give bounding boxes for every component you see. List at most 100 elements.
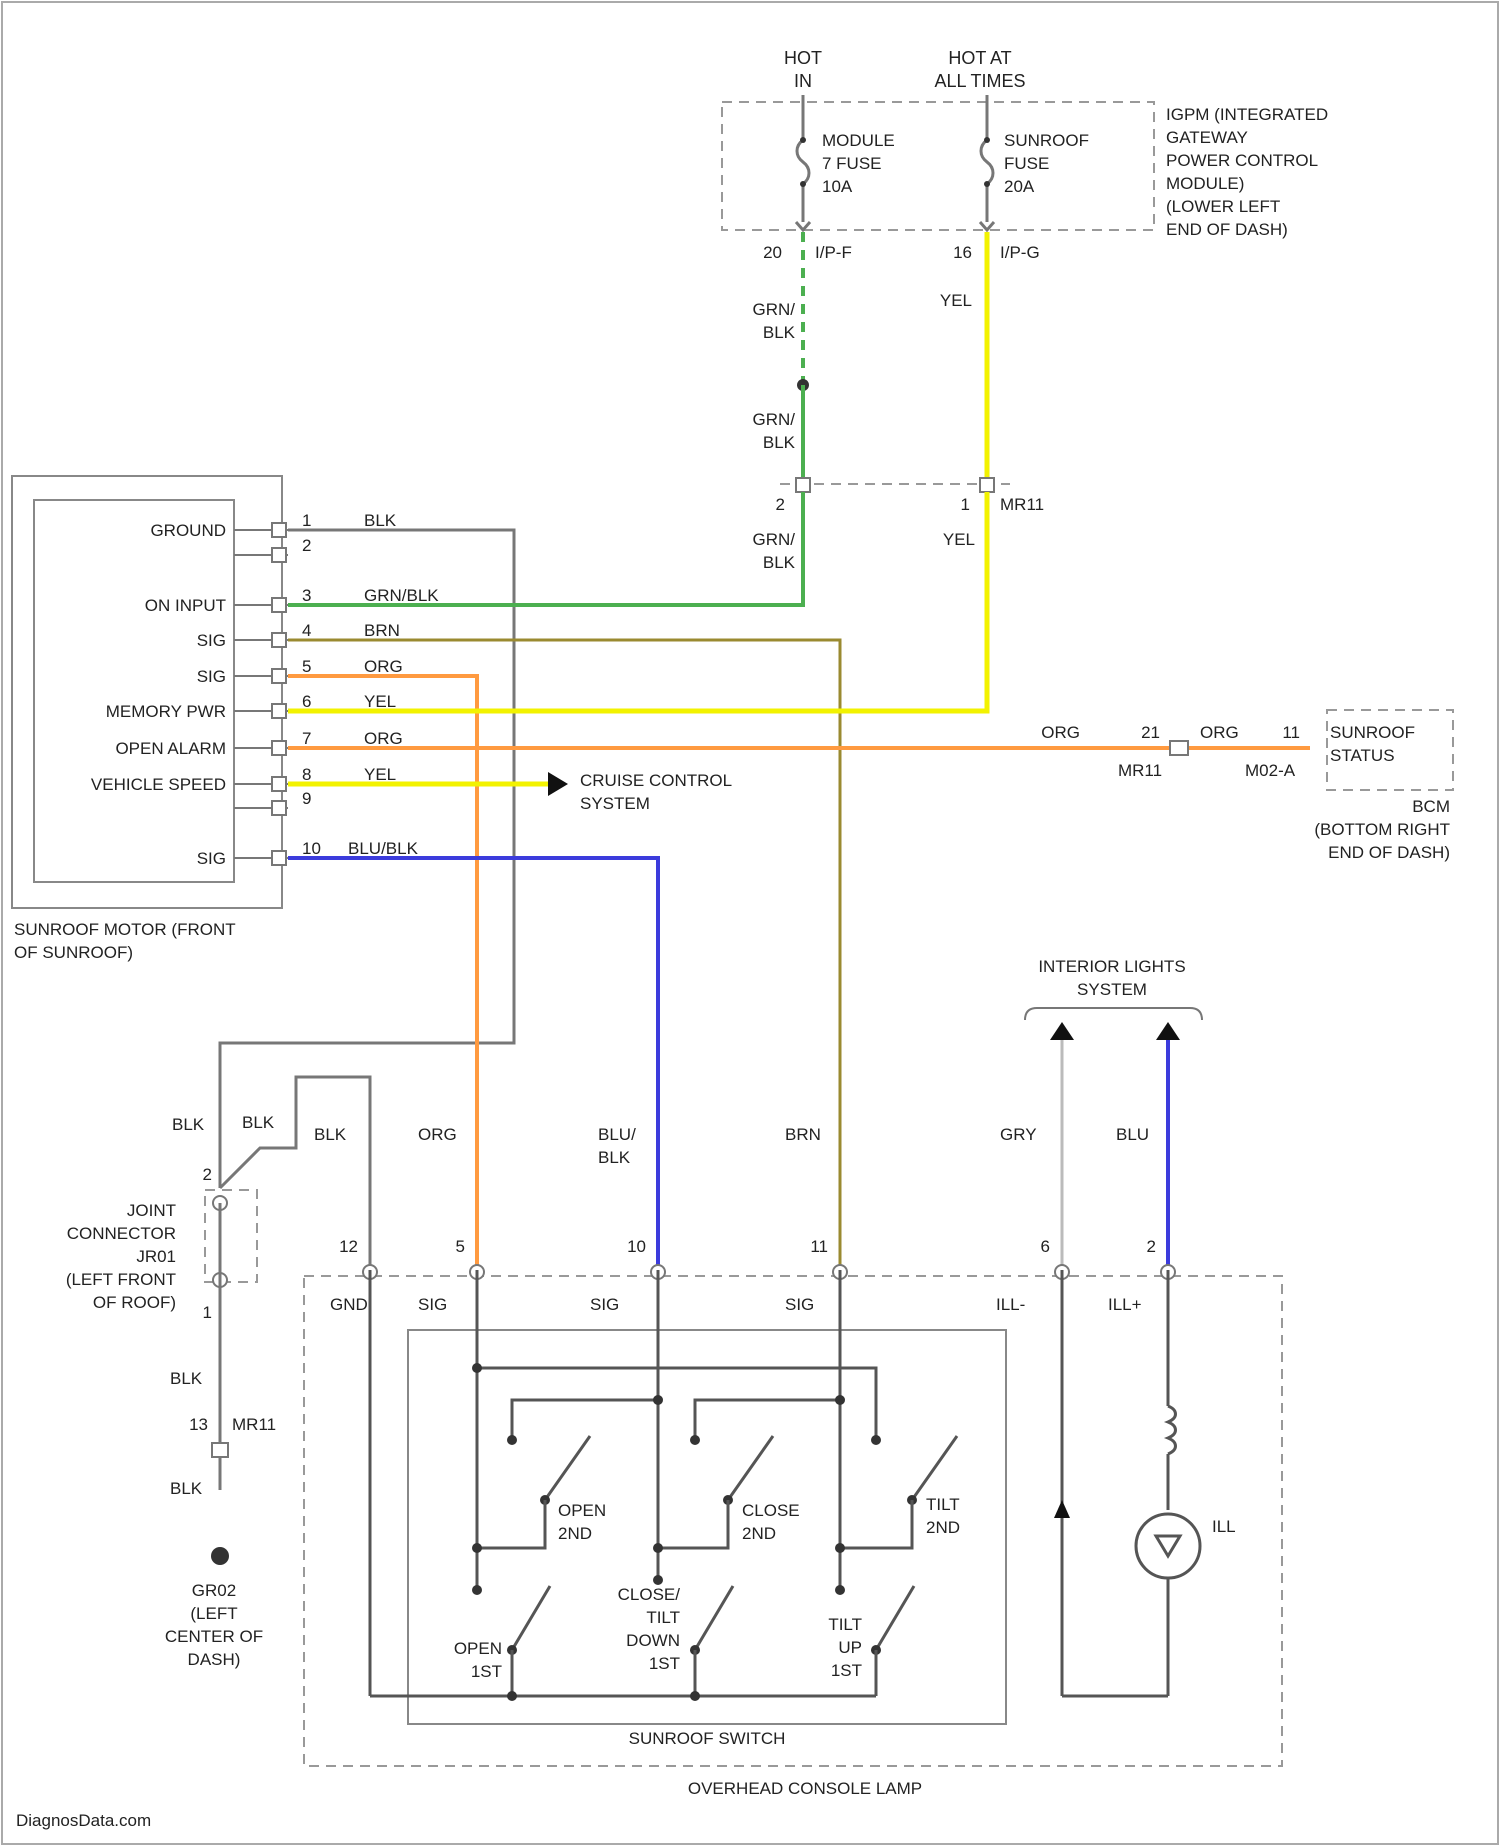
watermark: DiagnosData.com xyxy=(16,1811,151,1830)
bcm-m02a: M02-A xyxy=(1245,761,1296,780)
ill-label: ILL xyxy=(1212,1517,1236,1536)
motor-pin-wire-color: YEL xyxy=(364,765,396,784)
blk-label-a: BLK xyxy=(172,1115,205,1134)
motor-pin-label: GROUND xyxy=(150,521,226,540)
console-pin-number: 5 xyxy=(456,1237,465,1256)
motor-pin-1: GROUND 1 BLK xyxy=(150,511,396,540)
motor-pin-number: 10 xyxy=(302,839,321,858)
lower-wire-labels: BLK BLK BLK ORG BLU/BLK BRN GRY BLU xyxy=(172,1113,1149,1167)
mr11-connector-bcm xyxy=(1170,741,1188,755)
motor-pin-number: 9 xyxy=(302,789,311,808)
mr11-pin-1: 1 xyxy=(961,495,970,514)
mr11-label-upper: MR11 xyxy=(1000,495,1044,514)
motor-pin-label: VEHICLE SPEED xyxy=(91,775,226,794)
upper-wires: GRN/BLK GRN/BLK YEL 2 1 MR11 GRN/BLK YEL xyxy=(753,232,1045,572)
console-pin-number: 2 xyxy=(1147,1237,1156,1256)
grn-blk-label-2: GRN/BLK xyxy=(753,410,796,452)
ground-mr11: MR11 xyxy=(232,1415,276,1434)
motor-pin-number: 6 xyxy=(302,692,311,711)
motor-pin-8: VEHICLE SPEED8YEL xyxy=(91,765,396,794)
joint-pin-2: 2 xyxy=(203,1165,212,1184)
motor-pin-label: SIG xyxy=(197,849,226,868)
console-terminal-label: SIG xyxy=(785,1295,814,1314)
igpm-outline xyxy=(722,102,1154,230)
motor-pin-number: 3 xyxy=(302,586,311,605)
sunroof-fuse-symbol xyxy=(981,140,993,184)
interior-lights-label: INTERIOR LIGHTSSYSTEM xyxy=(1038,957,1185,999)
igpm-conn-ipg: I/P-G xyxy=(1000,243,1040,262)
motor-pin-wire-color: BRN xyxy=(364,621,400,640)
bcm-pin-11: 11 xyxy=(1282,723,1300,742)
overhead-console-lamp-label: OVERHEAD CONSOLE LAMP xyxy=(688,1779,922,1798)
motor-pin-number: 7 xyxy=(302,729,311,748)
console-pin-number: 6 xyxy=(1041,1237,1050,1256)
grn-blk-label-3: GRN/BLK xyxy=(753,530,796,572)
gry-label: GRY xyxy=(1000,1125,1037,1144)
motor-pin-label: OPEN ALARM xyxy=(115,739,226,758)
module-7-fuse-symbol xyxy=(797,140,809,184)
console-terminal-label: GND xyxy=(330,1295,368,1314)
motor-outer-box xyxy=(12,476,282,908)
overhead-console-lamp: 12GND5SIG10SIG11SIG6ILL-2ILL+ xyxy=(304,1237,1282,1798)
sunroof-switch-label: SUNROOF SWITCH xyxy=(629,1729,786,1748)
bcm-pin-21: 21 xyxy=(1141,723,1160,742)
motor-pin-7: OPEN ALARM7ORG xyxy=(115,729,402,758)
ground-symbol xyxy=(211,1547,229,1565)
ground-blk-1: BLK xyxy=(170,1369,203,1388)
switch-circuit xyxy=(370,1270,1200,1701)
console-pin-number: 11 xyxy=(810,1237,828,1256)
cruise-arrow-icon xyxy=(548,772,568,796)
motor-pin-wire-color: BLU/BLK xyxy=(348,839,419,858)
motor-pin-9: 9 xyxy=(234,789,311,815)
motor-pin-number: 4 xyxy=(302,621,311,640)
interior-arrow-icon-2 xyxy=(1156,1022,1180,1040)
motor-pin-number: 5 xyxy=(302,657,311,676)
motor-pin-label: SIG xyxy=(197,667,226,686)
motor-pin-wire-color: GRN/BLK xyxy=(364,586,439,605)
console-pin-number: 12 xyxy=(339,1237,358,1256)
blu-blk-wire xyxy=(288,858,658,1270)
motor-pin-number: 1 xyxy=(302,511,311,530)
yel-label-2: YEL xyxy=(943,530,975,549)
motor-pin-number: 2 xyxy=(302,536,311,555)
console-terminal-label: SIG xyxy=(418,1295,447,1314)
org-label: ORG xyxy=(418,1125,457,1144)
mr11-pin-2: 2 xyxy=(776,495,785,514)
igpm-pin-16: 16 xyxy=(953,243,972,262)
console-pin-number: 10 xyxy=(627,1237,646,1256)
diode-icon xyxy=(1054,1500,1070,1518)
blu-label: BLU xyxy=(1116,1125,1149,1144)
igpm-conn-ipf: I/P-F xyxy=(815,243,852,262)
bcm-org-right: ORG xyxy=(1200,723,1239,742)
bcm-org-left: ORG xyxy=(1041,723,1080,742)
console-terminal-label: ILL+ xyxy=(1108,1295,1142,1314)
blk-label-b: BLK xyxy=(242,1113,275,1132)
motor-wiring xyxy=(220,492,1310,1270)
console-terminal-label: ILL- xyxy=(996,1295,1025,1314)
motor-pin-wire-color: BLK xyxy=(364,511,397,530)
console-outline xyxy=(304,1276,1282,1766)
brn-label: BRN xyxy=(785,1125,821,1144)
motor-pin-wire-color: YEL xyxy=(364,692,396,711)
sunroof-motor: SUNROOF MOTOR (FRONTOF SUNROOF) GROUND1B… xyxy=(12,476,439,962)
